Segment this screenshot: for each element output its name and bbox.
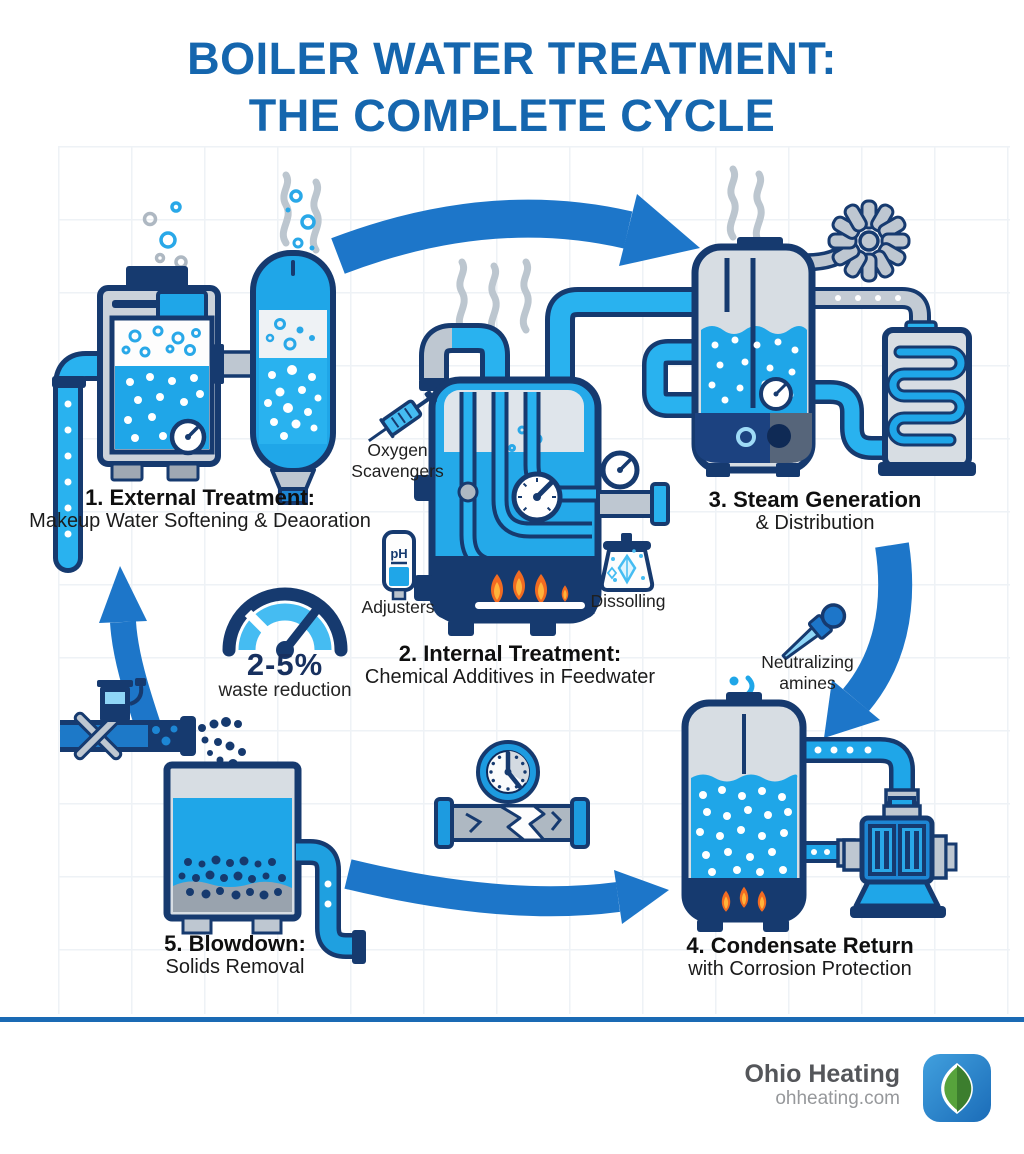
external-treatment-unit xyxy=(52,175,336,573)
headspace-bubbles xyxy=(265,318,315,351)
pump xyxy=(842,796,958,918)
step3-subtitle: & Distribution xyxy=(755,512,875,534)
boiler-body xyxy=(414,376,670,636)
blowdown-unit xyxy=(60,678,366,964)
crystal-dots xyxy=(611,549,645,582)
title-line2: THE COMPLETE CYCLE xyxy=(248,90,776,141)
sediment-particles xyxy=(178,855,286,900)
ph-strip-label: pH xyxy=(390,546,407,561)
water-bubbles xyxy=(124,373,204,442)
step2-subtitle: Chemical Additives in Feedwater xyxy=(364,666,656,688)
step3-title: 3. Steam Generation xyxy=(708,487,922,512)
headspace-bubbles xyxy=(121,325,201,358)
syringe-icon xyxy=(368,390,437,443)
step2-title: 2. Internal Treatment: xyxy=(398,641,622,666)
flow-arrow-right xyxy=(824,542,913,738)
infographic-title: BOILER WATER TREATMENT: THE COMPLETE CYC… xyxy=(0,30,1024,144)
condensate-return-unit xyxy=(681,675,958,932)
water-bubbles xyxy=(696,786,792,876)
clock-icon xyxy=(476,740,540,804)
step4-subtitle: with Corrosion Protection xyxy=(688,958,912,980)
step5-blowdown-label: 5. Blowdown: Solids Removal xyxy=(75,932,395,979)
condensate-pipe-top xyxy=(800,737,920,805)
bubbles-above-softener xyxy=(142,201,188,269)
drain-pipe xyxy=(296,839,366,964)
brand-website: ohheating.com xyxy=(775,1088,900,1109)
ph-strip-icon: pH xyxy=(382,530,416,601)
footer-divider xyxy=(0,1017,1024,1022)
flow-arrow-left xyxy=(99,566,163,737)
waste-gauge-icon xyxy=(222,587,348,659)
dissolving-bag-icon xyxy=(599,533,655,592)
steam-pipe xyxy=(812,287,931,332)
steam-squiggle xyxy=(313,182,318,250)
step5-title: 5. Blowdown: xyxy=(164,931,306,956)
flow-arrow-bottom xyxy=(344,859,669,924)
leaf-logo xyxy=(923,1054,991,1122)
title-line1: BOILER WATER TREATMENT: xyxy=(187,33,837,84)
bubbles-above-deaerator xyxy=(285,189,316,251)
steam-generator-tank xyxy=(691,237,816,477)
corroded-pipe-icon xyxy=(434,797,590,849)
condensate-tank xyxy=(681,692,807,932)
step2-internal-label: 2. Internal Treatment: Chemical Additive… xyxy=(355,642,665,689)
oxygen-scavengers-label: Oxygen Scavengers xyxy=(351,440,444,481)
deaerator-column xyxy=(250,250,336,505)
softener-tank xyxy=(97,266,221,482)
dissolving-label: Dissolling xyxy=(590,591,666,611)
adjusters-label: Adjusters xyxy=(361,597,435,617)
fuel-pump-icon xyxy=(97,678,146,722)
step1-external-label: 1. External Treatment: Makeup Water Soft… xyxy=(25,486,375,533)
radiator xyxy=(878,320,976,476)
feed-pipe xyxy=(52,351,117,573)
step1-subtitle: Makeup Water Softening & Deaoration xyxy=(29,510,371,532)
leaf-icon xyxy=(941,1062,973,1115)
waste-gauge-text: 2-5% waste reduction xyxy=(195,647,375,702)
step1-title: 1. External Treatment: xyxy=(85,485,315,510)
flow-arrow-top xyxy=(331,194,700,274)
brand-name: Ohio Heating xyxy=(744,1060,900,1088)
waste-gauge-label: waste reduction xyxy=(218,680,352,701)
step4-title: 4. Condensate Return xyxy=(686,933,914,958)
gauge-icon xyxy=(169,418,207,456)
dropper-icon xyxy=(781,603,847,661)
steam-generation-unit xyxy=(691,169,976,477)
fan-icon xyxy=(827,199,911,283)
boiler-pipes xyxy=(419,287,700,418)
neutralizing-amines-label: Neutralizing amines xyxy=(761,652,854,693)
footer-brand-block: Ohio Heating ohheating.com xyxy=(744,1060,900,1110)
boiler-unit xyxy=(414,262,700,636)
return-pipe xyxy=(812,380,887,460)
gauge-icon xyxy=(511,471,563,523)
pressure-gauge-icon xyxy=(600,450,640,490)
gauge-icon xyxy=(759,377,793,411)
waste-gauge-value: 2-5% xyxy=(246,647,324,682)
step4-condensate-label: 4. Condensate Return with Corrosion Prot… xyxy=(640,934,960,981)
step5-subtitle: Solids Removal xyxy=(165,956,305,978)
blowdown-pipe xyxy=(60,716,196,756)
step3-steam-label: 3. Steam Generation & Distribution xyxy=(660,488,970,535)
water-bubbles xyxy=(264,365,322,440)
blowdown-tank xyxy=(163,761,302,935)
